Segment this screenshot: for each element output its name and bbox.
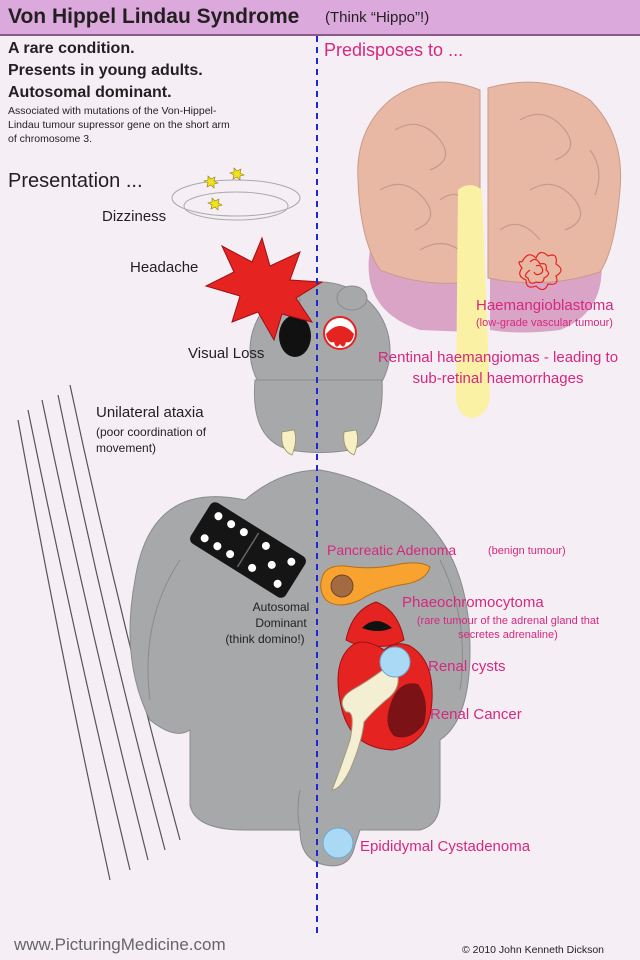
domino-line-2: Dominant <box>255 616 307 630</box>
intro-note: Associated with mutations of the Von-Hip… <box>8 105 230 145</box>
headache-burst-icon <box>204 236 324 342</box>
left-hemisphere <box>357 81 481 284</box>
right-arm <box>439 559 463 691</box>
footer-website: www.PicturingMedicine.com <box>14 935 226 954</box>
hippo-snout <box>253 379 383 453</box>
pancreatic-adenoma-label: Pancreatic Adenoma <box>327 542 457 558</box>
left-tusk <box>281 429 296 456</box>
dizziness-icon <box>171 167 301 221</box>
domino-line-1: Autosomal <box>252 600 310 614</box>
presentation-heading: Presentation ... <box>8 170 143 192</box>
ureter-icon <box>331 665 399 791</box>
ataxia-note: (poor coordination of movement) <box>96 425 207 455</box>
dizziness-label: Dizziness <box>102 208 167 225</box>
predisposes-heading: Predisposes to ... <box>324 40 464 60</box>
renal-cancer-label: Renal Cancer <box>430 706 522 723</box>
right-tusk <box>343 429 358 456</box>
domino-line-3: (think domino!) <box>225 632 305 646</box>
brainstem <box>456 185 490 418</box>
retinal-haemangioma-label: Rentinal haemangiomas - leading to sub-r… <box>377 349 619 387</box>
title-bar <box>0 0 640 36</box>
title-note: (Think “Hippo”!) <box>325 9 430 26</box>
footer-copyright: © 2010 John Kenneth Dickson <box>462 944 604 956</box>
right-hemisphere <box>487 81 622 284</box>
brain-illustration <box>357 81 622 418</box>
left-arm <box>147 559 181 701</box>
domino-icon <box>190 502 306 598</box>
haemangioblastoma-note: (low-grade vascular tumour) <box>476 317 613 329</box>
renal-cancer-icon <box>387 683 426 738</box>
retinal-bleed <box>326 326 354 347</box>
intro-line-young-adults: Presents in young adults. <box>8 62 203 79</box>
right-ear <box>336 285 368 311</box>
haemangioblastoma-scribble <box>518 251 562 291</box>
ataxia-motion-lines <box>17 384 181 881</box>
renal-cyst-icon <box>379 646 411 678</box>
page-title: Von Hippel Lindau Syndrome <box>8 5 300 28</box>
pancreatic-adenoma-note: (benign tumour) <box>488 545 566 557</box>
ataxia-label: Unilateral ataxia <box>96 404 204 421</box>
epididymal-cyst-icon <box>322 827 354 859</box>
epididymal-cystadenoma-label: Epididymal Cystadenoma <box>360 838 531 855</box>
pancreatic-adenoma-icon <box>330 574 354 598</box>
adrenal-medulla-icon <box>362 621 392 631</box>
headache-label: Headache <box>130 259 199 276</box>
intro-line-rare: A rare condition. <box>8 40 135 57</box>
haemangioblastoma-label: Haemangioblastoma <box>476 297 614 314</box>
left-eye-black <box>279 315 311 357</box>
phaeochromocytoma-note: (rare tumour of the adrenal gland that s… <box>416 615 600 641</box>
intro-line-autosomal: Autosomal dominant. <box>8 84 172 101</box>
renal-cysts-label: Renal cysts <box>428 658 506 675</box>
phaeochromocytoma-label: Phaeochromocytoma <box>402 594 544 611</box>
visual-loss-label: Visual Loss <box>188 345 265 362</box>
